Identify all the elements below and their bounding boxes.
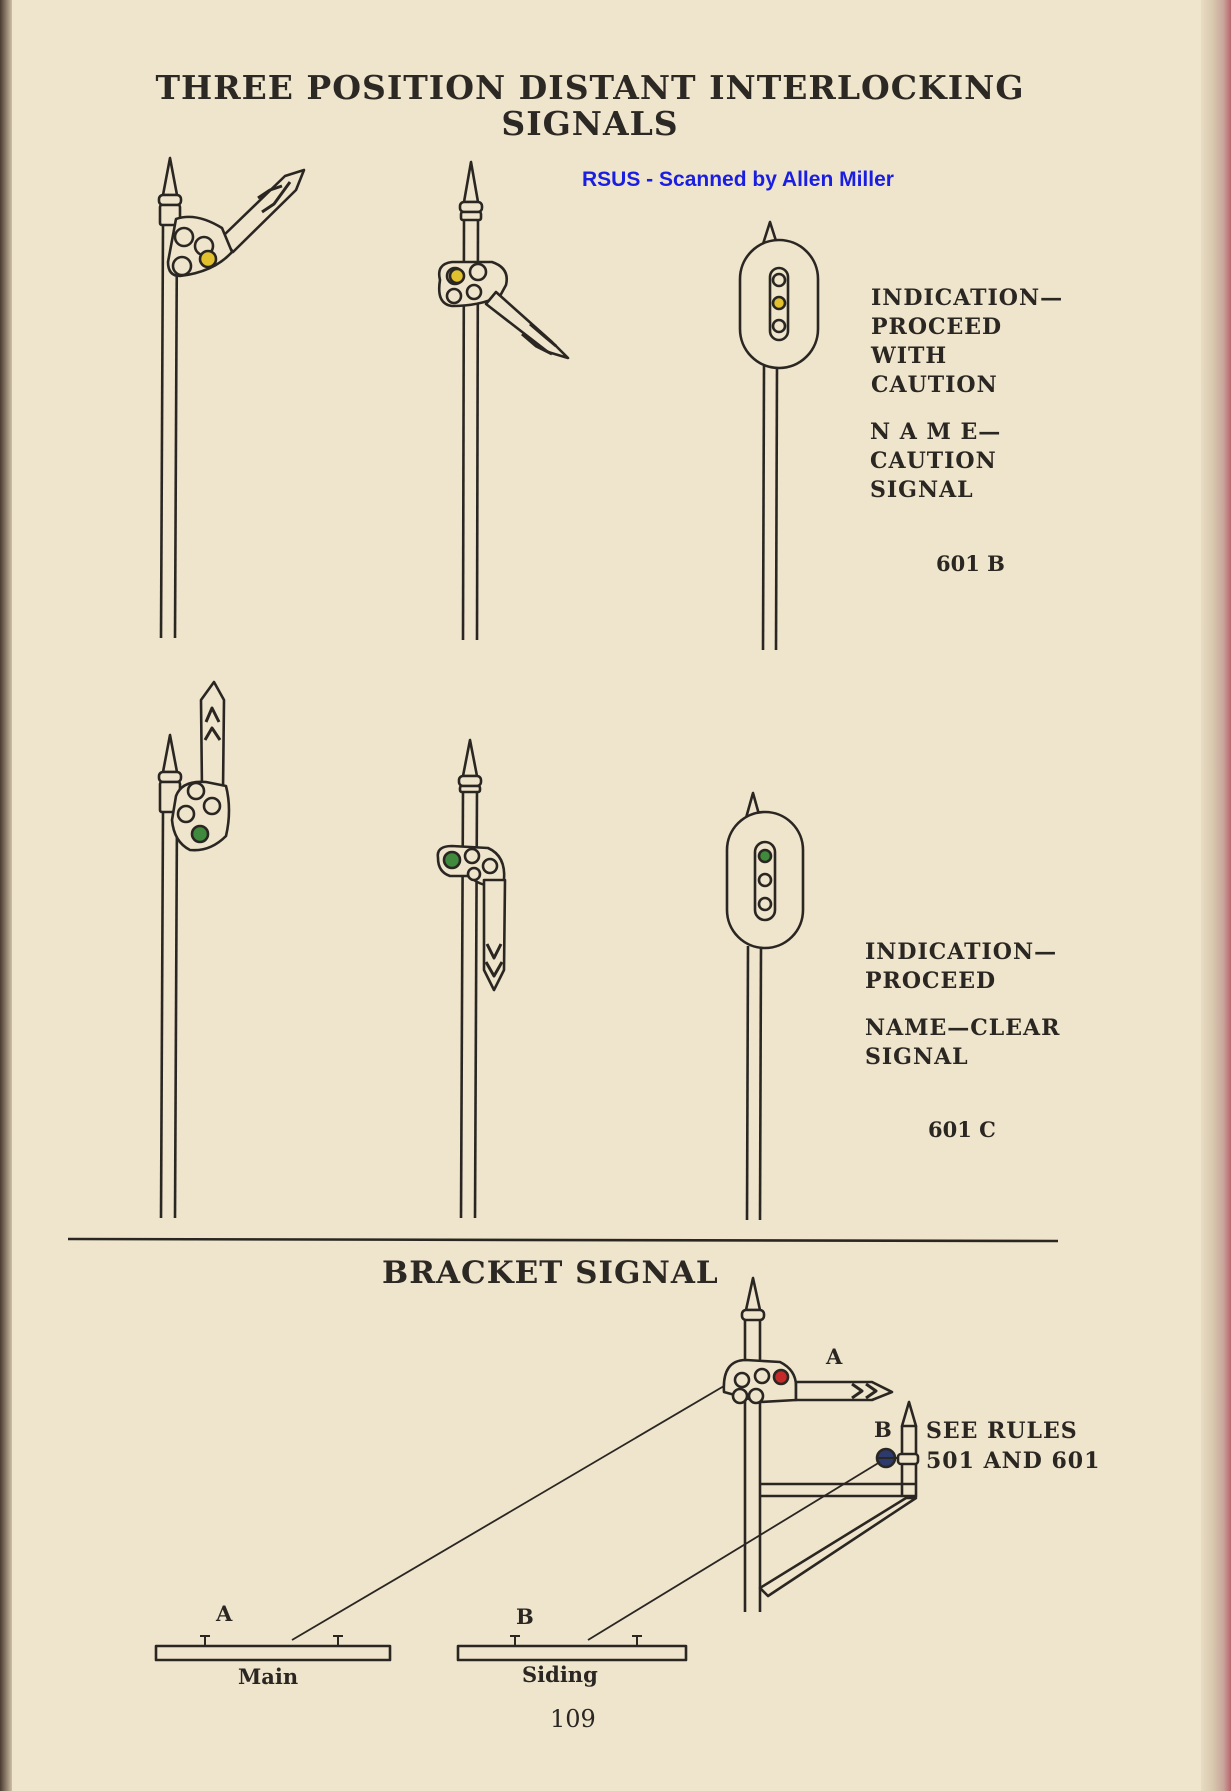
page-number: 109	[550, 1705, 596, 1733]
track-a-label: A	[216, 1601, 233, 1626]
page-edge	[1201, 0, 1231, 1791]
rules-line: 501 AND 601	[926, 1448, 1101, 1474]
name-line: SIGNAL	[865, 1044, 969, 1070]
color-light-signal-caution	[738, 220, 820, 651]
page-gutter	[0, 0, 12, 1791]
semaphore-upper-quadrant-caution	[157, 156, 306, 639]
name-line: SIGNAL	[870, 477, 974, 503]
indication-line: INDICATION—	[871, 285, 1064, 311]
indication-line: INDICATION—	[865, 939, 1058, 965]
rules-line: SEE RULES	[926, 1418, 1078, 1444]
arm-a-label: A	[826, 1344, 843, 1369]
arm-a-light	[772, 1368, 790, 1386]
name-line: CAUTION	[870, 448, 997, 474]
page-title-line-1: THREE POSITION DISTANT INTERLOCKING	[155, 68, 1025, 107]
semaphore-lower-quadrant-caution	[437, 160, 570, 641]
track-b-label: B	[516, 1604, 534, 1629]
indication-line: WITH	[871, 343, 948, 369]
indication-601c: INDICATION— PROCEED	[865, 938, 1057, 996]
semaphore-upper-quadrant-clear	[157, 680, 231, 1219]
name-line: N A M E—	[870, 419, 1002, 445]
indication-601b: INDICATION— PROCEED WITH CAUTION	[871, 284, 1063, 400]
caution-light	[198, 249, 218, 269]
indication-line: CAUTION	[871, 372, 998, 398]
arm-b-label: B	[874, 1417, 892, 1442]
bracket-signal-drawing	[154, 1276, 920, 1662]
color-light-signal-clear	[725, 791, 805, 1221]
rule-code-601c: 601 C	[928, 1117, 996, 1142]
main-track-label: Main	[238, 1664, 299, 1689]
name-601c: NAME—CLEAR SIGNAL	[865, 1014, 1060, 1072]
scan-credit: RSUS - Scanned by Allen Miller	[582, 168, 894, 191]
section-divider	[67, 1237, 1059, 1243]
clear-light	[757, 848, 773, 864]
caution-light	[771, 295, 787, 311]
clear-light	[190, 824, 210, 844]
indication-line: PROCEED	[865, 968, 997, 994]
rule-code-601b: 601 B	[936, 551, 1005, 576]
indication-line: PROCEED	[871, 314, 1003, 340]
bracket-signal-title: BRACKET SIGNAL	[382, 1255, 719, 1291]
caution-light	[448, 267, 466, 285]
name-601b: N A M E— CAUTION SIGNAL	[870, 418, 1001, 505]
see-rules-note: SEE RULES 501 AND 601	[926, 1416, 1100, 1476]
clear-light	[442, 850, 462, 870]
page-title-line-2: SIGNALS	[501, 104, 679, 143]
siding-track-label: Siding	[522, 1662, 598, 1687]
name-line: NAME—CLEAR	[865, 1015, 1061, 1041]
semaphore-lower-quadrant-clear	[436, 738, 507, 1219]
